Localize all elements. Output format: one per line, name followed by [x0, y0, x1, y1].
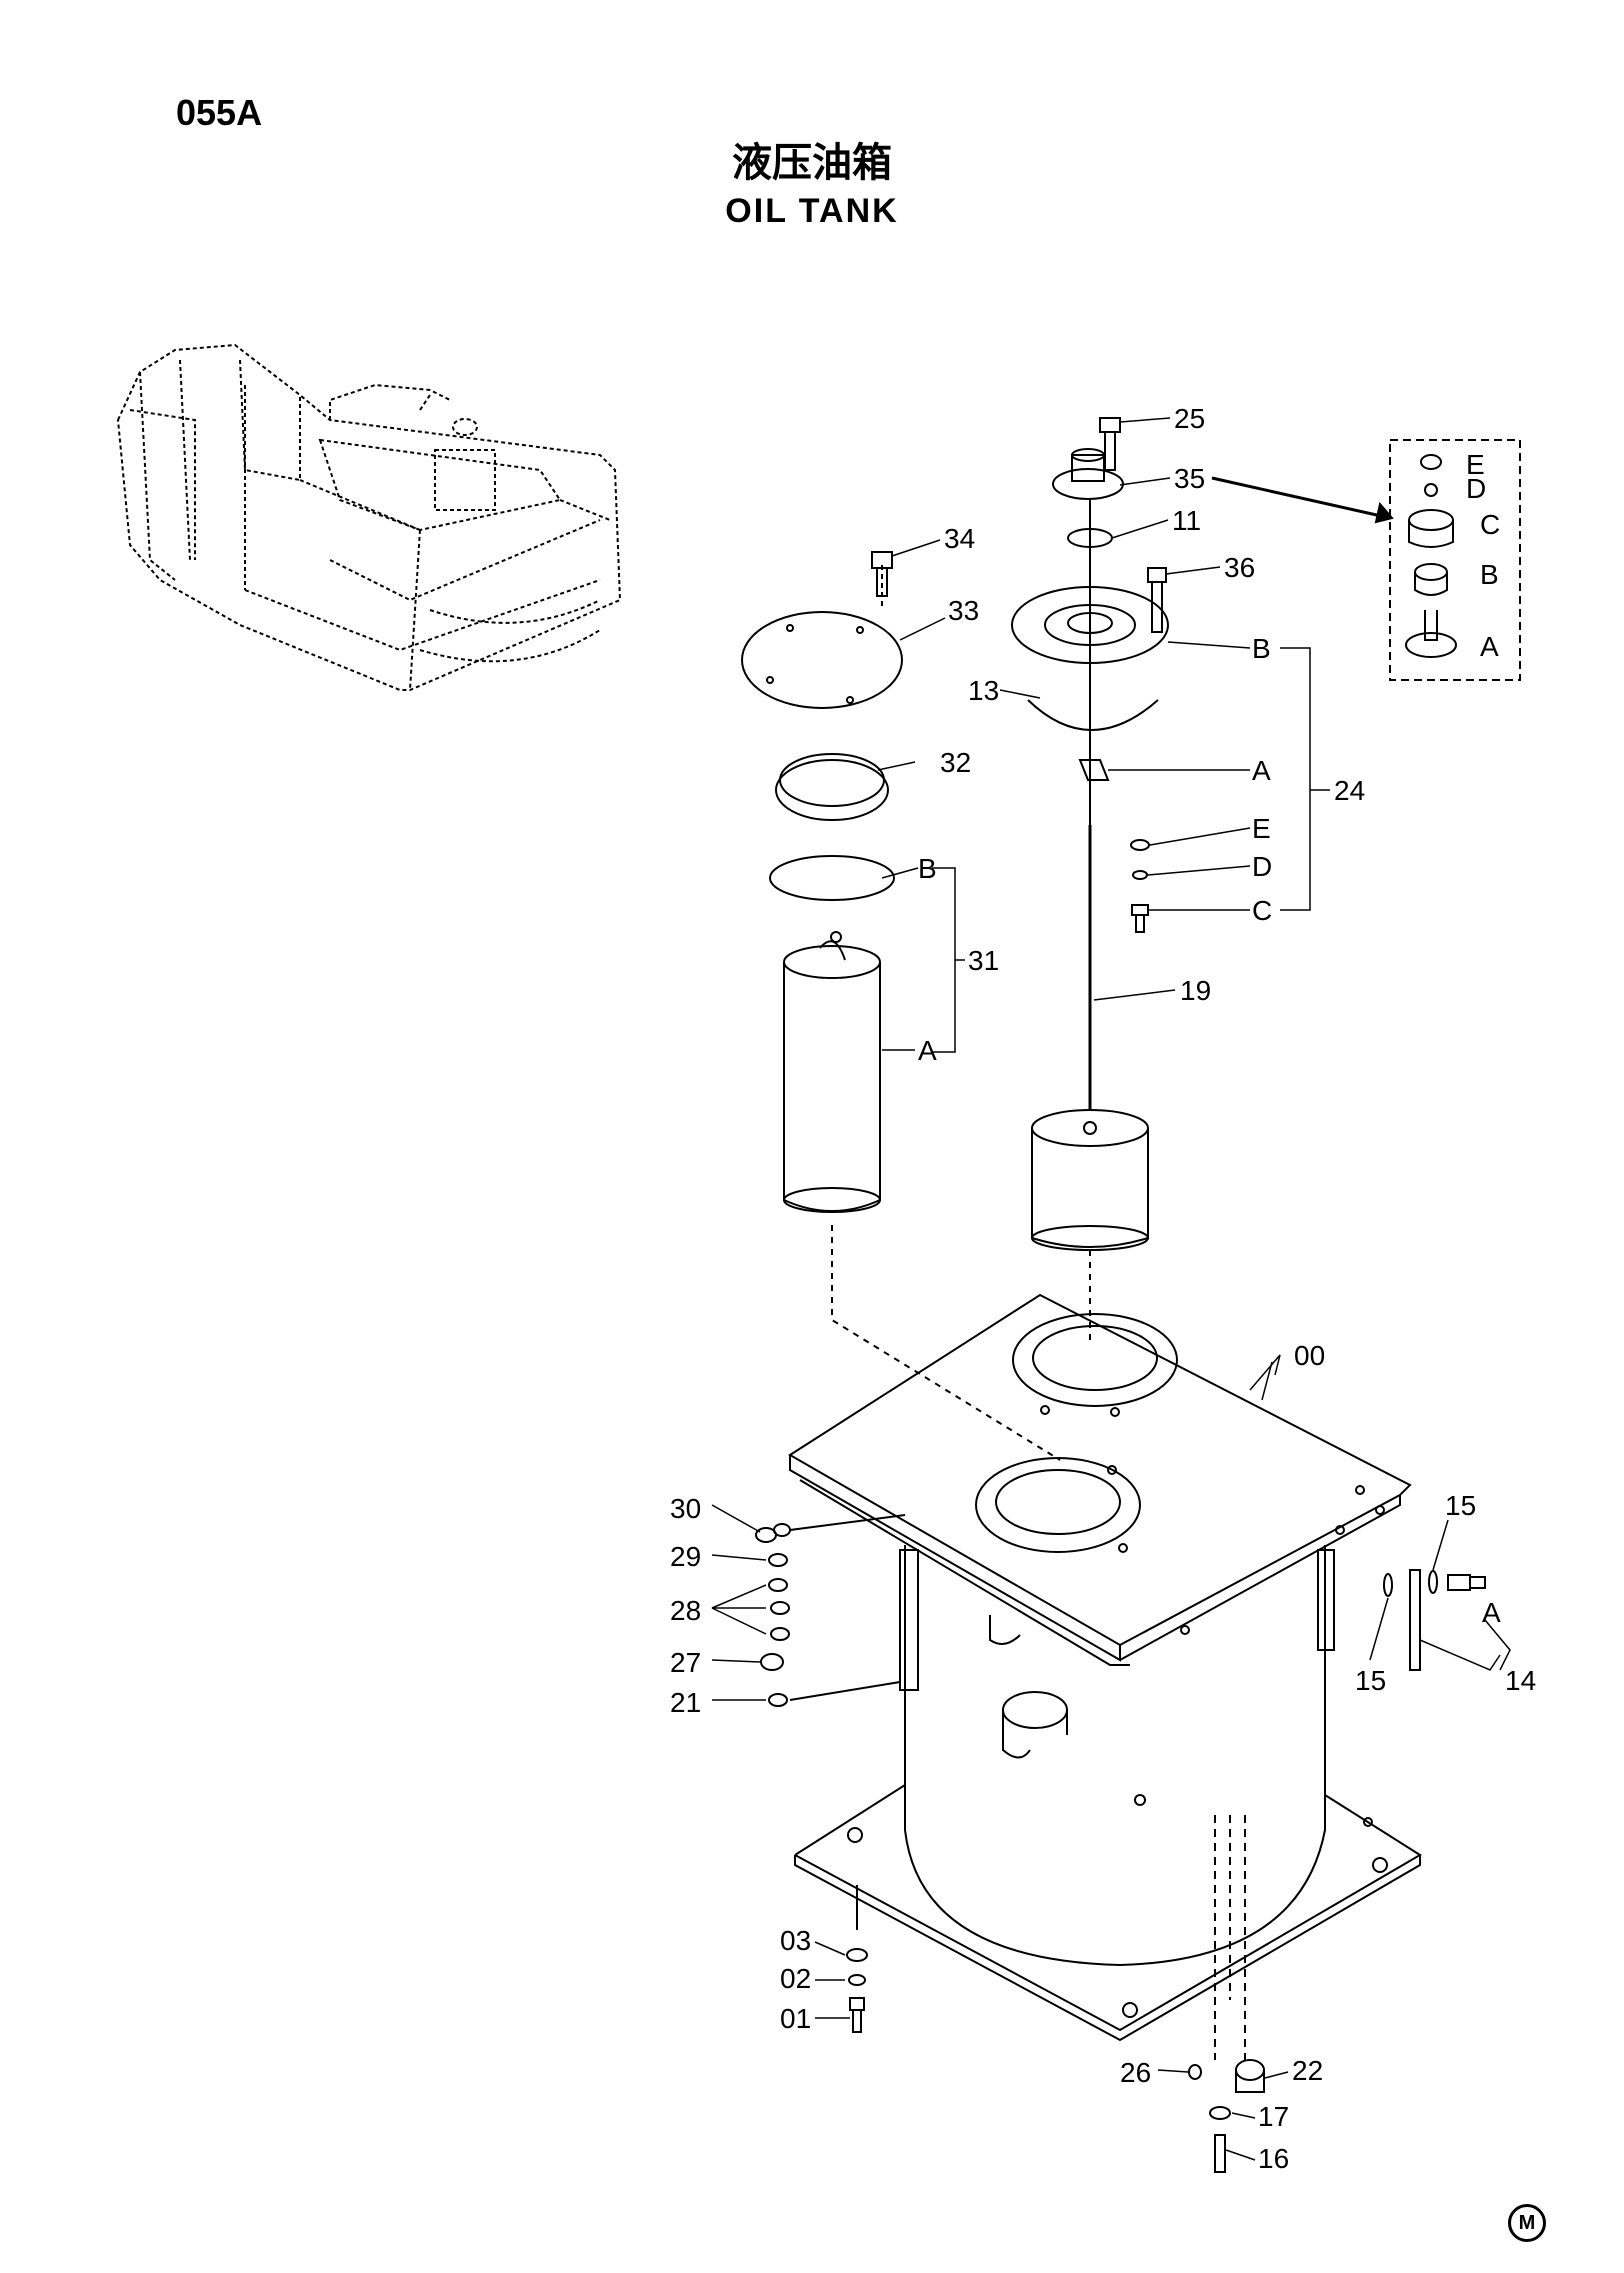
callout-16: 16	[1258, 2143, 1289, 2174]
callout-30: 30	[670, 1493, 701, 1524]
page-title: OIL TANK	[725, 192, 899, 230]
strainer-assembly	[831, 417, 1169, 1461]
filter-element	[769, 753, 895, 1213]
callout-24: 24	[1334, 775, 1365, 806]
callout-00: 00	[1294, 1340, 1325, 1371]
callout-11: 11	[1172, 505, 1201, 536]
callout-27: 27	[670, 1647, 701, 1678]
callout-31-b: B	[918, 853, 937, 884]
callout-24-b: B	[1252, 633, 1271, 664]
callout-24-c: C	[1252, 895, 1272, 926]
base-hardware	[846, 1815, 1265, 2173]
callout-36: 36	[1224, 552, 1255, 583]
callout-35: 35	[1174, 463, 1205, 494]
callout-24-d: D	[1252, 851, 1272, 882]
callout-25: 25	[1174, 403, 1205, 434]
oil-tank-body	[788, 1293, 1422, 2042]
callout-29: 29	[670, 1541, 701, 1572]
callout-26: 26	[1120, 2057, 1151, 2088]
callout-15-lower: 15	[1355, 1665, 1386, 1696]
callout-17: 17	[1258, 2101, 1289, 2132]
callout-33: 33	[948, 595, 979, 626]
callout-15-upper: 15	[1445, 1490, 1476, 1521]
callout-22: 22	[1292, 2055, 1323, 2086]
callout-31-a: A	[918, 1035, 937, 1066]
page-code: 055A	[176, 92, 263, 133]
callout-34: 34	[944, 523, 975, 554]
callout-24-a: A	[1252, 755, 1271, 786]
callout-14: 14	[1505, 1665, 1536, 1696]
callout-19: 19	[1180, 975, 1211, 1006]
callout-13: 13	[968, 675, 999, 706]
callout-01: 01	[780, 2003, 811, 2034]
detail-label-a: A	[1480, 631, 1499, 662]
detail-label-c: C	[1480, 509, 1500, 540]
page-title-chinese: 液压油箱	[732, 140, 892, 186]
callout-24-e: E	[1252, 813, 1271, 844]
cover-plate	[741, 551, 903, 709]
detail-label-b: B	[1480, 559, 1499, 590]
callout-32: 32	[940, 747, 971, 778]
callout-02: 02	[780, 1963, 811, 1994]
callout-21: 21	[670, 1687, 701, 1718]
callout-31: 31	[968, 945, 999, 976]
tank-fittings	[755, 1514, 906, 1707]
manufacturer-mark: M	[1508, 2204, 1546, 2242]
detail-label-e: E	[1466, 449, 1485, 480]
excavator-location-illustration	[116, 343, 622, 691]
callout-14-a: A	[1482, 1597, 1501, 1628]
detail-label-d: D	[1466, 473, 1486, 504]
callout-28: 28	[670, 1595, 701, 1626]
side-hardware	[1383, 1569, 1486, 1671]
leader-lines	[711, 417, 1511, 2161]
detail-inset	[1211, 439, 1521, 681]
callout-labels: 25 35 11 34 36 33 B 13 A 24 32 E D C B 3…	[670, 403, 1536, 2174]
callout-03: 03	[780, 1925, 811, 1956]
